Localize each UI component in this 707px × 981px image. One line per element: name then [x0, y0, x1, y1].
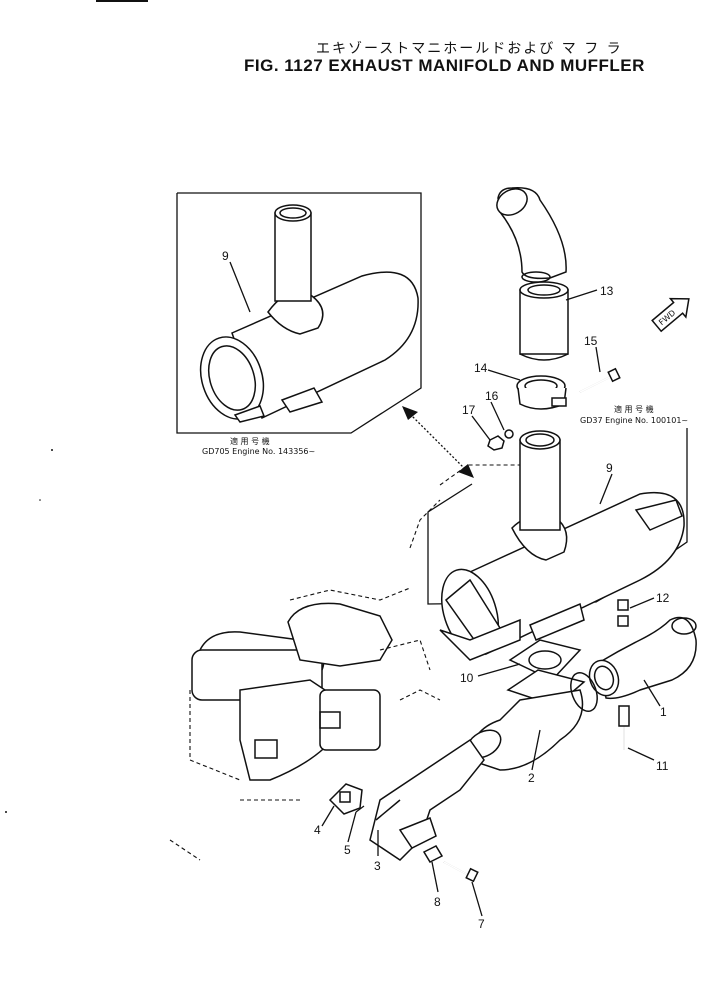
nut-16 — [504, 429, 514, 439]
callout-13: 13 — [600, 284, 614, 298]
gasket-4 — [328, 783, 363, 815]
exhaust-manifold-3 — [369, 738, 485, 861]
inset-right-engine: GD37 Engine No. 100101~ — [580, 416, 688, 425]
callout-2: 2 — [528, 771, 535, 785]
scan-speck — [39, 499, 41, 501]
bolt-15 — [579, 367, 621, 393]
callout-14: 14 — [474, 361, 488, 375]
scan-speck — [5, 811, 7, 813]
header-rule — [96, 0, 148, 2]
fwd-marker: FWD — [651, 297, 690, 333]
inset-right-applicability: 適 用 号 機 — [614, 404, 654, 414]
callout-3: 3 — [374, 859, 381, 873]
callout-8: 8 — [434, 895, 441, 909]
callout-9-left: 9 — [222, 249, 229, 263]
reference-arrow — [402, 406, 474, 478]
lock-plate-8 — [422, 845, 444, 863]
clamp-14 — [516, 375, 567, 410]
exhaust-elbow-pipe — [496, 187, 567, 283]
callout-9-right: 9 — [606, 461, 613, 475]
inset-left-engine: GD705 Engine No. 143356~ — [202, 447, 315, 456]
callout-4: 4 — [314, 823, 321, 837]
bolt-7 — [443, 861, 479, 883]
callout-17: 17 — [462, 403, 476, 417]
nut-17 — [487, 435, 505, 451]
leader-lines — [229, 261, 661, 917]
engine-block — [169, 464, 520, 861]
exhaust-pipe-13 — [519, 281, 569, 361]
scan-speck — [51, 449, 53, 451]
callout-1: 1 — [660, 705, 667, 719]
inset-left-applicability: 適 用 号 機 — [230, 436, 270, 446]
callout-10: 10 — [460, 671, 474, 685]
stud-5 — [355, 805, 365, 813]
inset-frame-left — [176, 192, 422, 434]
bolt-11 — [618, 705, 630, 750]
manifold-connector-2 — [466, 669, 598, 771]
figure-title: FIG. 1127 EXHAUST MANIFOLD AND MUFFLER — [244, 56, 645, 75]
callout-11: 11 — [656, 759, 669, 773]
callout-12: 12 — [656, 591, 670, 605]
nut-12 — [617, 599, 629, 627]
muffler-right — [439, 430, 685, 661]
callout-15: 15 — [584, 334, 598, 348]
figure-title-japanese: エキゾーストマニホールドおよび マ フ ラ — [316, 41, 623, 57]
muffler-left — [199, 204, 419, 423]
elbow-pipe-1 — [588, 616, 697, 700]
callout-16: 16 — [485, 389, 499, 403]
inset-frame-right — [427, 428, 688, 605]
callout-7: 7 — [478, 917, 485, 931]
callout-5: 5 — [344, 843, 351, 857]
